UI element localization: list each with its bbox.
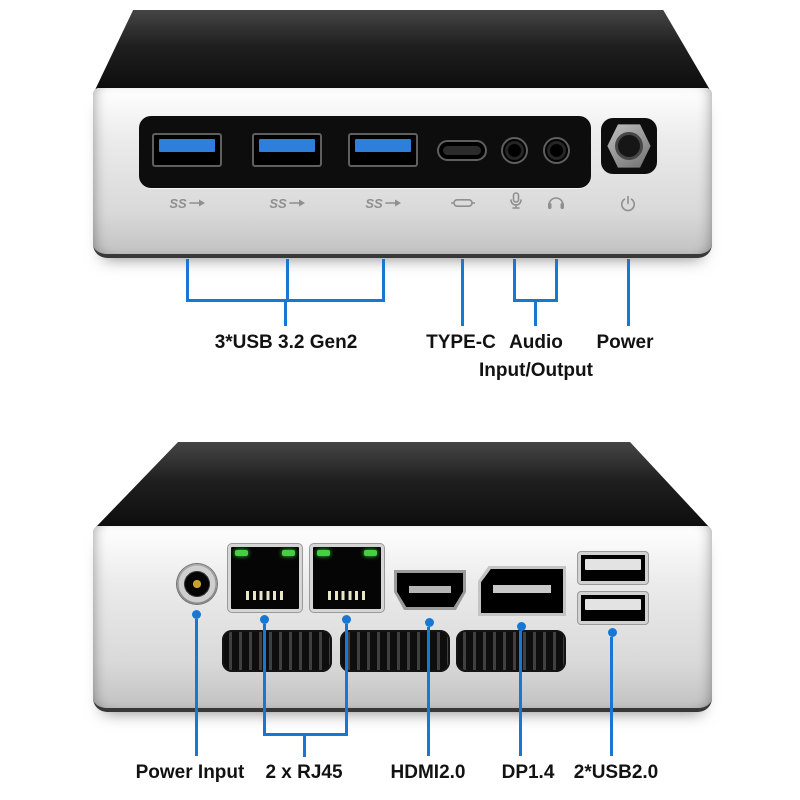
label-rj45: 2 x RJ45 [265,762,343,783]
vent-grille-1 [222,630,332,672]
callout-line-usb2 [286,259,289,302]
callout-line-usb2 [610,637,613,756]
callout-line-usb1 [186,259,189,302]
dc-power-jack [177,564,217,604]
power-icon [619,195,637,213]
callout-line-hdmi [427,627,430,756]
rj45-pins [328,591,366,600]
callout-line-audio-out [555,259,558,302]
microphone-icon [509,192,523,212]
front-port-panel [139,116,591,188]
superspeed-label: SS [169,195,187,211]
callout-line-power-input [195,619,198,756]
superspeed-marking: SS [265,194,309,212]
vent-grille-3 [456,630,566,672]
audio-input-jack [501,137,528,164]
usb2-port-top [578,552,648,584]
usb-c-slot [443,146,481,155]
usb3-blue-tab [259,139,315,152]
usb-a-port-2 [252,133,322,167]
label-audio: Audio [509,332,563,353]
callout-dot-rj45-1 [260,615,269,624]
label-usb32: 3*USB 3.2 Gen2 [214,332,358,353]
callout-line-dp [519,631,522,756]
power-button-panel [601,118,657,174]
usb-a-port-1 [152,133,222,167]
callout-line-rj45-1 [263,624,266,734]
superspeed-label: SS [365,195,383,211]
ethernet-led [364,550,377,556]
displayport-inner [481,569,563,613]
callout-line-audio-drop [534,299,537,326]
rj45-port-1 [228,544,302,612]
usb3-blue-tab [159,139,215,152]
hdmi-tongue [409,586,451,593]
rj45-port-2 [310,544,384,612]
displayport-tongue [493,585,551,593]
usb2-tab [585,559,641,570]
ethernet-led [282,550,295,556]
usb-c-icon [451,197,475,209]
callout-line-usb3 [382,259,385,302]
label-audio-io: Input/Output [479,360,593,381]
usb2-port-bottom [578,592,648,624]
callout-dot-hdmi [425,618,434,627]
callout-line-power [627,259,630,326]
power-button-core [615,132,643,160]
callout-dot-dp [517,622,526,631]
callout-dot-usb2 [608,628,617,637]
superspeed-arrow-icon [288,199,305,207]
usb-c-port [437,140,487,161]
ethernet-led [317,550,330,556]
label-power: Power [596,332,654,353]
superspeed-label: SS [269,195,287,211]
callout-line-typec [461,259,464,326]
vent-grille-2 [340,630,450,672]
label-dp: DP1.4 [501,762,555,783]
hdmi-inner [397,573,463,607]
hdmi-port [394,570,466,610]
superspeed-marking: SS [165,194,209,212]
rj45-pins [246,591,284,600]
label-typec: TYPE-C [426,332,496,353]
superspeed-marking: SS [361,194,405,212]
rear-top-face [95,442,710,528]
ethernet-led [235,550,248,556]
usb2-tab [585,599,641,610]
callout-line-audio-in [513,259,516,302]
superspeed-arrow-icon [384,199,401,207]
label-usb2: 2*USB2.0 [573,762,659,783]
callout-dot-power-input [192,610,201,619]
usb-a-port-3 [348,133,418,167]
label-power-input: Power Input [135,762,245,783]
audio-output-jack [543,137,570,164]
power-button [607,124,651,168]
superspeed-arrow-icon [188,199,205,207]
callout-dot-rj45-2 [342,615,351,624]
callout-line-rj45-drop [303,733,306,757]
usb3-blue-tab [355,139,411,152]
label-hdmi: HDMI2.0 [390,762,466,783]
headphone-icon [547,194,565,210]
displayport-port [478,566,566,616]
callout-line-rj45-2 [345,624,348,734]
callout-line-usb-drop [284,299,287,326]
front-top-face [95,10,710,90]
